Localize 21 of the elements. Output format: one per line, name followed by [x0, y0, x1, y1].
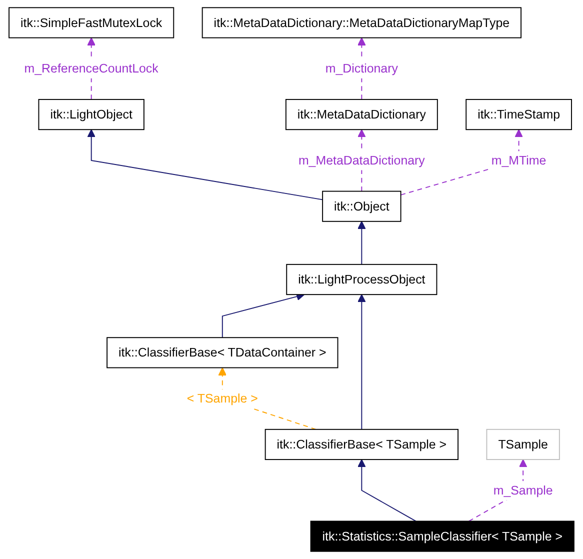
- edge-label: m_ReferenceCountLock: [24, 61, 158, 76]
- arrow: [357, 221, 366, 265]
- edge-label: m_Dictionary: [325, 61, 398, 76]
- node-box: itk::Statistics::SampleClassifier< TSample >: [310, 520, 574, 552]
- edge-label: m_Sample: [493, 482, 553, 498]
- arrow: [357, 459, 416, 522]
- node-box: itk::ClassifierBase< TDataContainer >: [106, 337, 338, 368]
- edge-label: m_MetaDataDictionary: [298, 153, 425, 168]
- node-box: itk::LightProcessObject: [286, 264, 438, 296]
- node-box: itk::MetaDataDictionary::MetaDataDictionaryMapType: [202, 7, 522, 38]
- edge-label: m_MTime: [491, 153, 546, 168]
- edge-label: < TSample >: [186, 391, 258, 406]
- node-box: itk::TimeStamp: [466, 98, 572, 130]
- node-box: itk::Object: [322, 190, 402, 222]
- arrow: [87, 129, 324, 200]
- node-box: itk::SimpleFastMutexLock: [8, 7, 174, 38]
- node-box: itk::ClassifierBase< TSample >: [264, 428, 458, 460]
- node-box: itk::MetaDataDictionary: [285, 98, 438, 130]
- node-box: itk::LightObject: [38, 98, 144, 130]
- node-box: TSample: [486, 428, 560, 460]
- arrow: [357, 294, 366, 430]
